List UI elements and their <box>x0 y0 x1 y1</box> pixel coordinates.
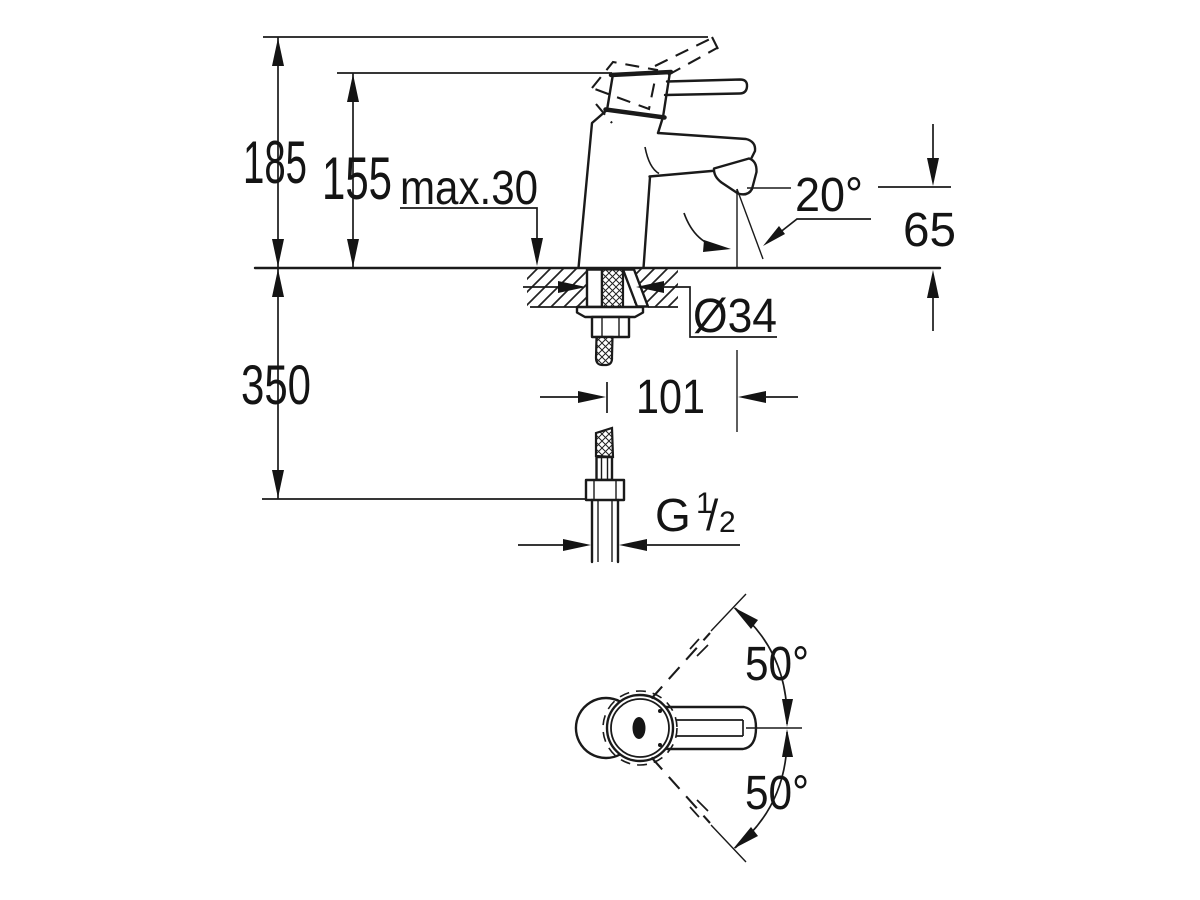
dimension-spray-angle: 20° <box>683 169 871 268</box>
front-view: 185 155 350 max.30 <box>241 36 956 564</box>
mounting-deck <box>253 266 942 308</box>
thread-letter-label: G <box>655 489 691 541</box>
dim-spray-angle-label: 20° <box>795 169 863 222</box>
spout <box>656 131 757 164</box>
coupling-nut <box>584 478 626 502</box>
dimension-spout-height: 65 <box>878 124 956 331</box>
dimension-thread-size: G 1 / 2 <box>518 487 740 551</box>
lever-side <box>663 78 749 97</box>
mounting-flange <box>575 305 645 319</box>
hose-below-nut <box>594 335 614 367</box>
thread-numerator-label: 1 <box>696 487 713 520</box>
shank-wall-right <box>621 268 650 308</box>
dimension-swing-upper: 50° <box>650 593 809 727</box>
thread-tube <box>590 498 620 564</box>
body-circle-inner <box>610 698 670 758</box>
dim-max-thickness-label: max.30 <box>400 162 538 215</box>
dim-body-height-label: 155 <box>322 145 392 212</box>
dimension-spout-projection: 101 <box>540 350 798 432</box>
faucet-outline <box>577 69 758 270</box>
dim-spout-projection-label: 101 <box>636 371 705 424</box>
dim-spout-height-label: 65 <box>903 204 956 257</box>
raised-handle-dashed <box>590 36 719 124</box>
supply-hose-end <box>584 426 626 564</box>
thread-denominator-label: 2 <box>719 506 736 539</box>
max-diameter-dashed-circle <box>602 690 678 766</box>
swivel-arc <box>683 212 723 249</box>
dim-swing-upper-label: 50° <box>745 638 809 691</box>
spout-end-circle <box>574 696 622 760</box>
dimension-swing-lower: 50° <box>650 729 809 863</box>
dimension-body-height: 155 <box>322 72 612 268</box>
lever-slot <box>676 719 744 737</box>
cartridge-mark <box>632 717 646 739</box>
aerator <box>712 157 758 196</box>
dim-hole-diameter-label: Ø34 <box>693 290 777 343</box>
dim-swing-lower-label: 50° <box>745 767 809 820</box>
dimension-max-thickness: max.30 <box>400 162 543 266</box>
dim-overall-height-label: 185 <box>243 129 307 196</box>
top-view: 50° 50° <box>574 593 809 863</box>
dim-hose-length-label: 350 <box>241 353 311 416</box>
dimension-hose-length: 350 <box>241 268 587 500</box>
mounting-nut <box>590 315 631 339</box>
shank-wall-left <box>585 268 604 309</box>
hose-braid-segment <box>594 426 615 459</box>
dimension-hole-diameter: Ø34 <box>523 281 777 343</box>
hose-ferrule <box>595 455 614 482</box>
dimension-overall-height: 185 <box>243 36 708 268</box>
mounting-assembly <box>575 268 650 367</box>
thread-slash-label: / <box>706 491 719 540</box>
